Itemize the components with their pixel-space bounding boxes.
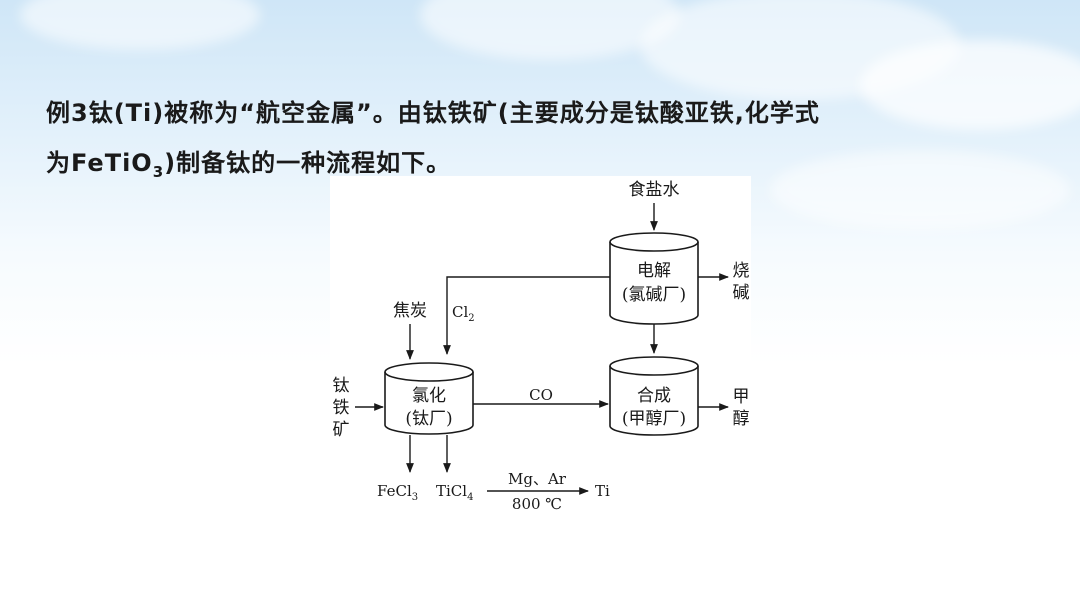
synthesis-tank (609, 356, 699, 436)
background-cloud (770, 150, 1070, 230)
methanol-char-2: 醇 (733, 409, 750, 429)
reduction-condition-top: Mg、Ar (508, 470, 567, 488)
formula-subscript: 3 (152, 162, 165, 181)
chlorination-tank (384, 362, 474, 435)
titanium-plant-label: (钛厂) (405, 409, 452, 429)
fecl3-label: FeCl3 (377, 482, 418, 503)
process-flow-diagram: 电解 (氯碱厂) 氯化 (钛厂) 合成 (甲醇厂) 食盐水 焦炭 Cl2 钛 铁… (330, 176, 751, 515)
question-line-2-suffix: )制备钛的一种流程如下。 (164, 149, 452, 177)
electrolysis-label: 电解 (637, 261, 671, 281)
question-line-1: 例3钛(Ti)被称为“航空金属”。由钛铁矿(主要成分是钛酸亚铁,化学式 (46, 99, 820, 127)
coke-label: 焦炭 (393, 301, 427, 321)
caustic-soda-char-1: 烧 (733, 261, 750, 281)
background-cloud (860, 40, 1080, 130)
question-line-2: 为FeTiO3)制备钛的一种流程如下。 (46, 138, 1036, 197)
caustic-soda-char-2: 碱 (733, 283, 750, 303)
question-text: 例3钛(Ti)被称为“航空金属”。由钛铁矿(主要成分是钛酸亚铁,化学式 为FeT… (46, 88, 1036, 197)
reduction-condition-bottom: 800 ℃ (512, 495, 562, 513)
ilmenite-char-2: 铁 (333, 398, 350, 418)
titanium-product-label: Ti (595, 482, 610, 500)
chlorine-recycle-arrow (443, 276, 610, 355)
brine-label: 食盐水 (629, 180, 680, 200)
methanol-plant-label: (甲醇厂) (622, 409, 686, 429)
co-label: CO (529, 386, 553, 404)
background-cloud (20, 0, 260, 50)
formula-prefix: 为FeTiO (46, 149, 153, 177)
methanol-char-1: 甲 (733, 387, 750, 407)
ticl4-label: TiCl4 (436, 482, 473, 503)
ilmenite-char-3: 矿 (333, 420, 350, 440)
ilmenite-char-1: 钛 (333, 376, 350, 396)
chlor-alkali-plant-label: (氯碱厂) (622, 285, 686, 305)
chlorine-label: Cl2 (452, 303, 475, 324)
synthesis-label: 合成 (637, 386, 671, 406)
chlorination-label: 氯化 (412, 386, 446, 406)
